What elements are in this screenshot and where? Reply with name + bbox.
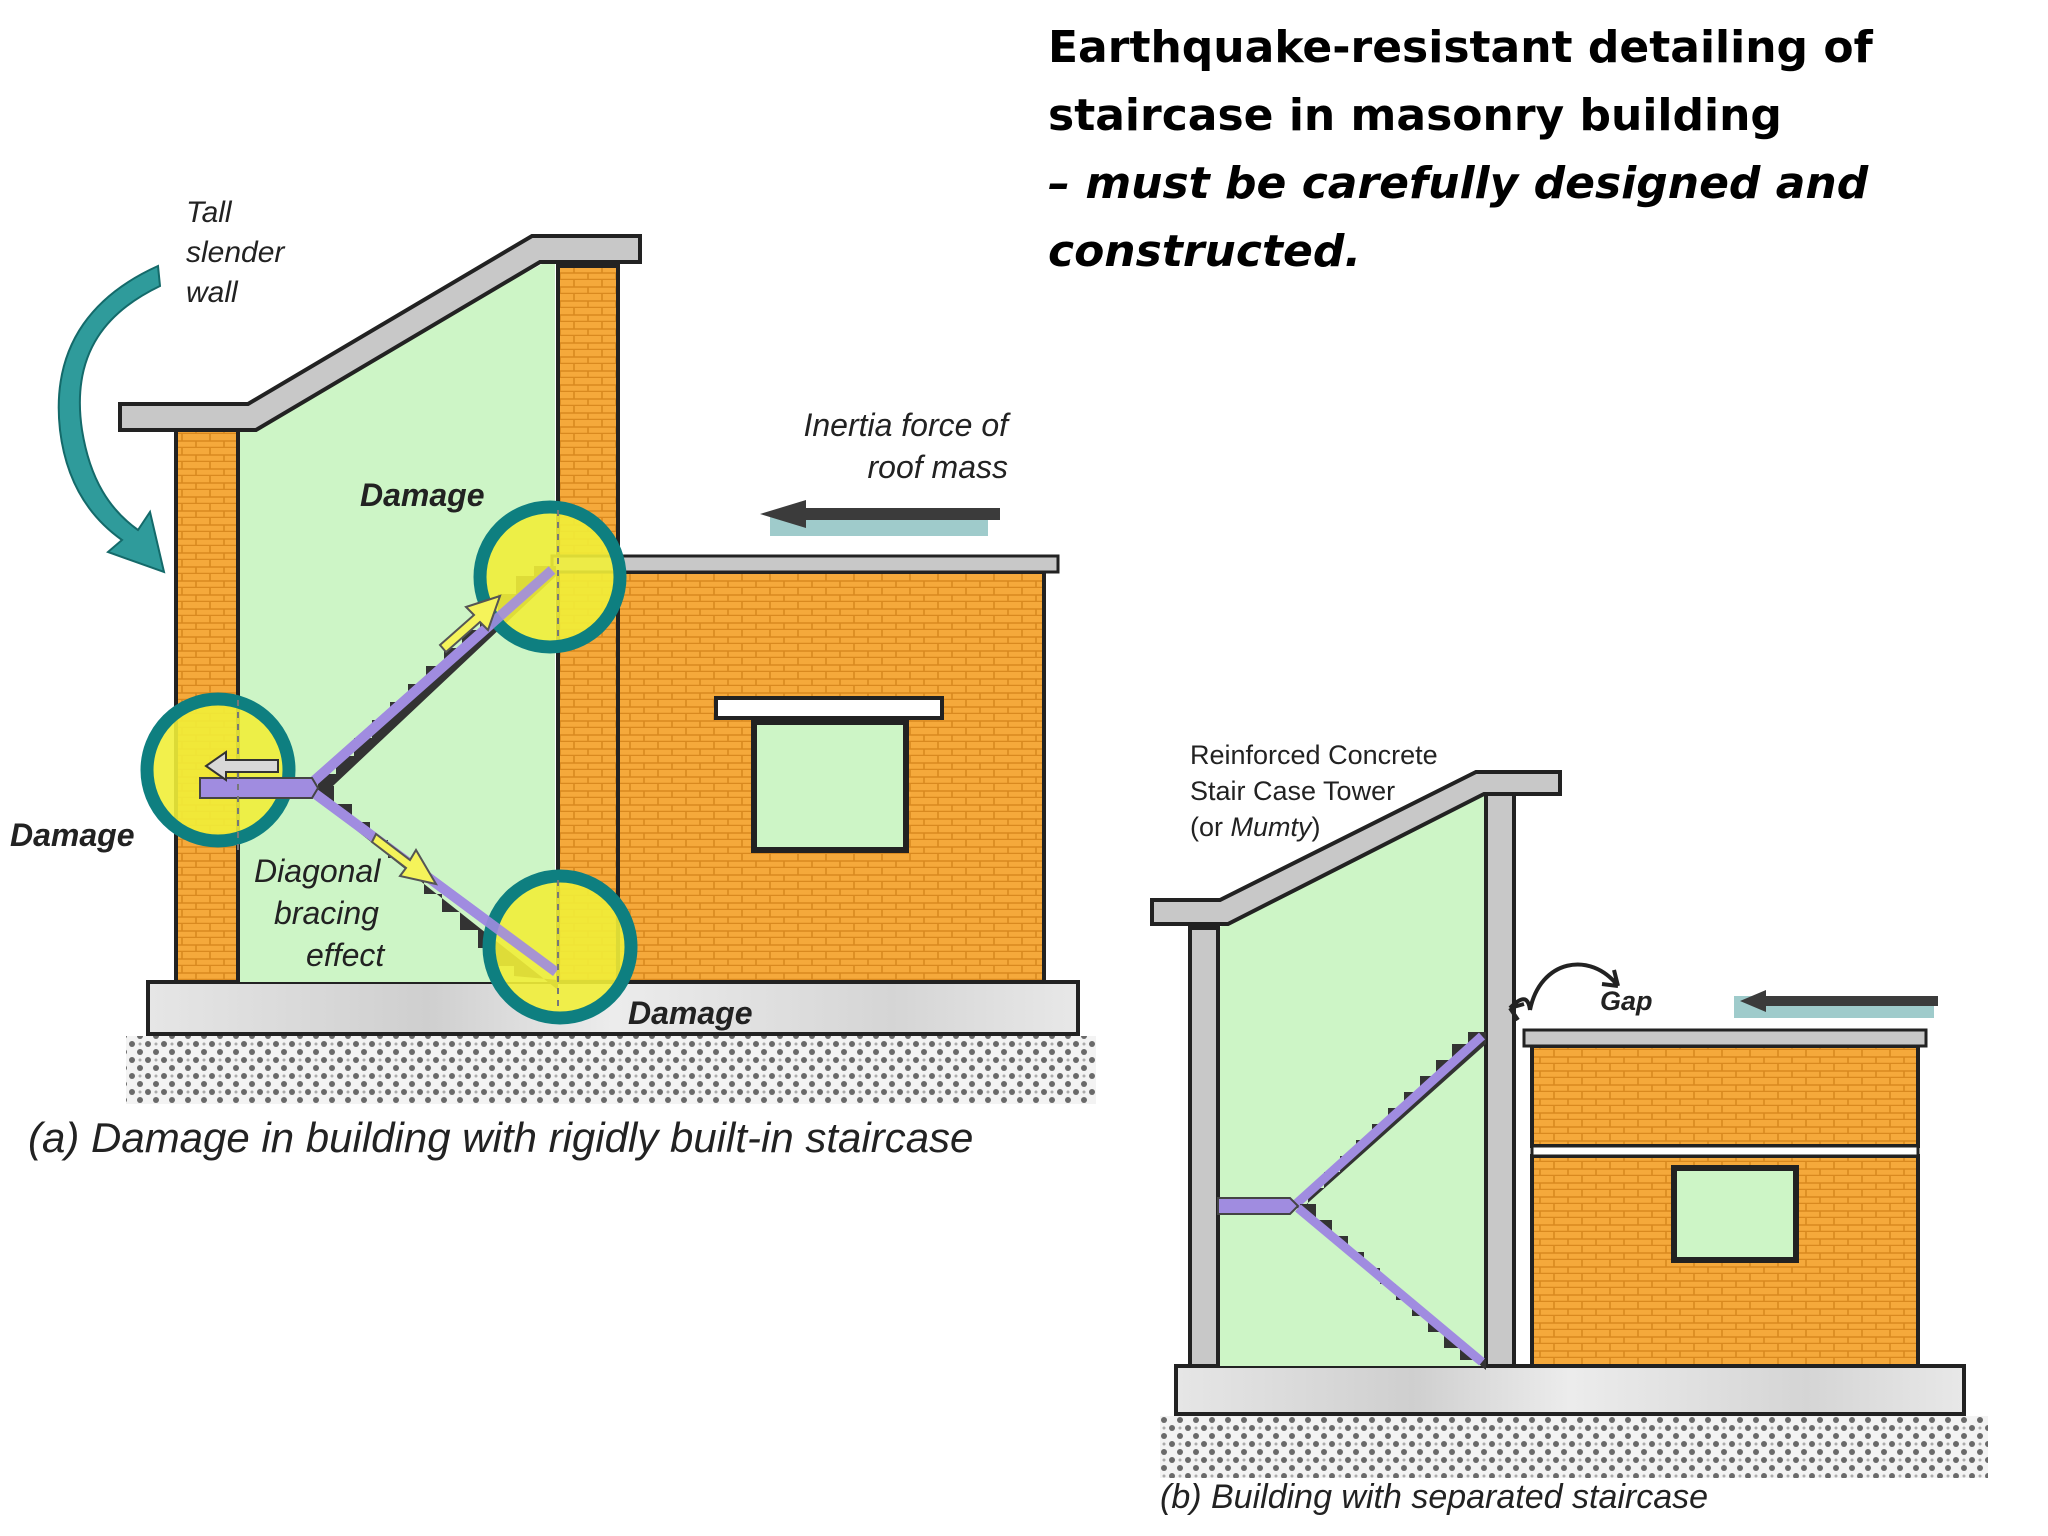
- title-line-1: Earthquake-resistant detailing of: [1048, 22, 1873, 73]
- inertia-force-arrow-b-icon: [1734, 990, 1938, 1018]
- plinth-b: [1174, 1364, 1966, 1416]
- gap-label: Gap: [1600, 986, 1653, 1016]
- damage-label-bottom: Damage: [628, 995, 753, 1031]
- thrust-arrow-lower: [370, 832, 439, 886]
- inertia-force-arrow-icon: [760, 500, 1000, 536]
- lintel-a: [714, 696, 944, 720]
- thrust-arrow-left: [204, 750, 279, 782]
- stair-roof-a: [118, 234, 642, 432]
- title-line-4: constructed.: [1048, 226, 1362, 277]
- lower-flight-b: [1295, 1204, 1486, 1370]
- stair-roof-b: [1150, 770, 1562, 926]
- staircase-infill-b: [1218, 790, 1486, 1366]
- gap-arrow-icon: [1508, 962, 1620, 1022]
- roof-slab-a: [550, 554, 1060, 574]
- tall-wall-label-1: Tall: [186, 196, 233, 229]
- slide-title: Earthquake-resistant detailing of stairc…: [1048, 14, 2008, 286]
- inertia-label-2: roof mass: [868, 449, 1008, 485]
- tower-column-right: [1484, 788, 1516, 1368]
- tall-wall-label-3: wall: [186, 276, 239, 309]
- tower-label-3: (or Mumty): [1190, 812, 1321, 842]
- tower-label-1: Reinforced Concrete: [1190, 740, 1438, 770]
- roof-slab-b: [1522, 1028, 1928, 1048]
- upper-flight-b: [1292, 1032, 1486, 1210]
- caption-a: (a) Damage in building with rigidly buil…: [28, 1114, 973, 1161]
- figure-b: Reinforced Concrete Stair Case Tower (or…: [1150, 740, 1988, 1516]
- diagonal-label-1: Diagonal: [254, 853, 381, 889]
- figure-a: Tall slender wall Inertia force of roof …: [10, 196, 1096, 1161]
- thrust-arrow-upper: [438, 594, 502, 654]
- inertia-label-1: Inertia force of: [803, 407, 1011, 443]
- ground-a: [126, 1036, 1096, 1104]
- diagonal-label-3: effect: [306, 937, 385, 973]
- tall-wall-label-2: slender: [186, 236, 285, 269]
- tower-column-left: [1188, 926, 1220, 1368]
- title-line-3: – must be carefully designed and: [1048, 158, 1869, 209]
- ground-b: [1160, 1416, 1988, 1478]
- window-a: [751, 719, 909, 853]
- damage-label-top: Damage: [360, 477, 485, 513]
- damage-label-left: Damage: [10, 817, 135, 853]
- caption-b: (b) Building with separated staircase: [1160, 1478, 1708, 1516]
- title-line-2: staircase in masonry building: [1048, 90, 1782, 141]
- diagonal-label-2: bracing: [274, 895, 379, 931]
- damage-ring-bottom: [482, 869, 638, 1025]
- window-b: [1671, 1165, 1799, 1263]
- landing-b: [1217, 1197, 1300, 1215]
- tower-label-2: Stair Case Tower: [1190, 776, 1395, 806]
- room-block-b-upper: [1530, 1044, 1920, 1148]
- overturning-arrow-icon: [57, 264, 166, 574]
- floor-slab-b: [1530, 1144, 1920, 1158]
